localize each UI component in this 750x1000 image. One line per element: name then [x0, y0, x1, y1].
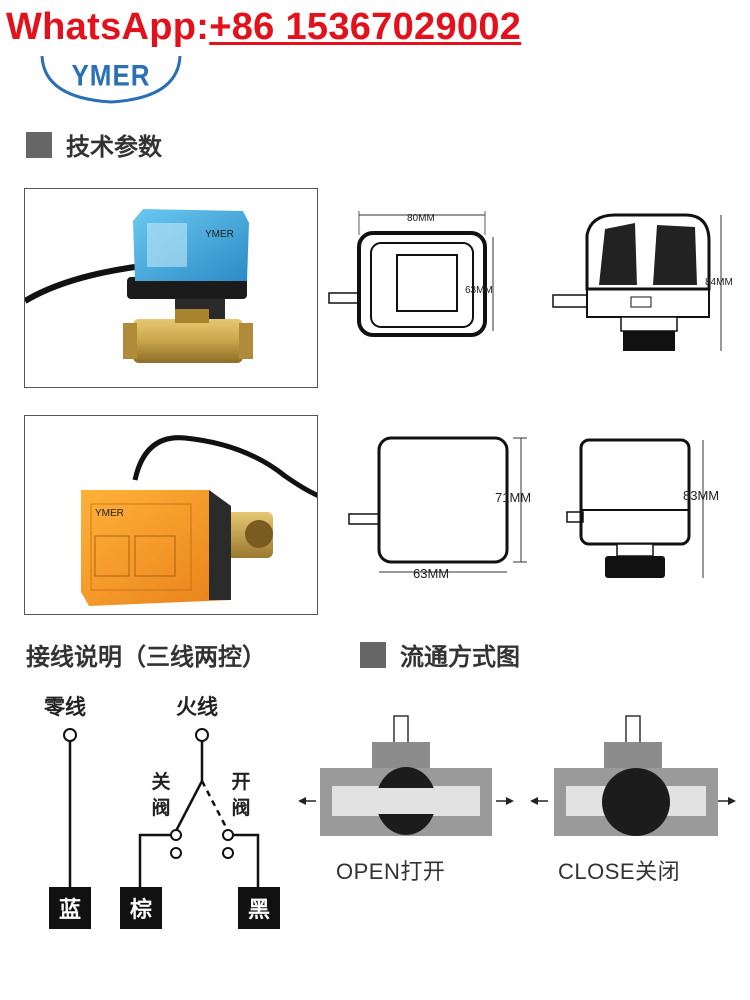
- brand-logo: YMER: [38, 48, 184, 110]
- dim-orange-front-height: 71MM: [495, 490, 531, 505]
- dim-blue-front-height: 63MM: [465, 285, 493, 296]
- dim-orange-side-height: 83MM: [683, 488, 719, 503]
- open-valve-label: 开阀: [231, 771, 251, 819]
- logo-text: YMER: [71, 57, 151, 93]
- whatsapp-contact: WhatsApp:+86 15367029002: [6, 6, 521, 49]
- wiring-diagram: 零线 火线 关阀 开阀 蓝 棕 黑: [30, 685, 300, 945]
- section-tech-params: 技术参数: [26, 127, 162, 162]
- logo-ellipse-icon: [40, 55, 182, 104]
- orange-valve-front-drawing: 71MM 63MM: [348, 436, 531, 581]
- section-flow: 流通方式图: [360, 637, 520, 672]
- blue-valve-label: YMER: [205, 229, 234, 240]
- flow-open-caption: OPEN打开: [336, 859, 446, 884]
- flow-open-diagram: [298, 715, 514, 836]
- orange-valve-label: YMER: [95, 508, 124, 519]
- section-wiring-title: 接线说明（三线两控）: [26, 643, 266, 671]
- section-tech-params-title: 技术参数: [66, 133, 162, 161]
- blue-valve-front-drawing: 80MM 63MM: [328, 211, 494, 337]
- whatsapp-label: WhatsApp:: [6, 6, 210, 48]
- blue-valve-photo: YMER: [24, 188, 318, 388]
- flow-close-diagram: [530, 715, 736, 836]
- dim-blue-side-height: 84MM: [705, 277, 733, 288]
- black-wire-box: 黑: [238, 887, 280, 929]
- live-wire-label: 火线: [176, 695, 218, 719]
- close-valve-label: 关阀: [151, 771, 171, 819]
- section-wiring: 接线说明（三线两控）: [26, 637, 266, 672]
- dim-orange-front-width: 63MM: [413, 566, 449, 581]
- wiring-lines: [63, 728, 260, 887]
- dim-blue-front-width: 80MM: [407, 213, 435, 224]
- blue-valve-side-drawing: 84MM: [552, 213, 733, 351]
- blue-wire-box: 蓝: [49, 887, 91, 929]
- orange-valve-photo: YMER: [24, 415, 318, 615]
- whatsapp-number[interactable]: +86 15367029002: [209, 6, 522, 48]
- section-flow-title: 流通方式图: [400, 643, 520, 671]
- flow-close-caption: CLOSE关闭: [558, 859, 681, 884]
- section-marker-icon: [360, 641, 386, 668]
- orange-valve-side-drawing: 83MM: [566, 438, 719, 578]
- section-marker-icon: [26, 131, 52, 158]
- brown-wire-box: 棕: [120, 887, 162, 929]
- neutral-wire-label: 零线: [44, 695, 86, 719]
